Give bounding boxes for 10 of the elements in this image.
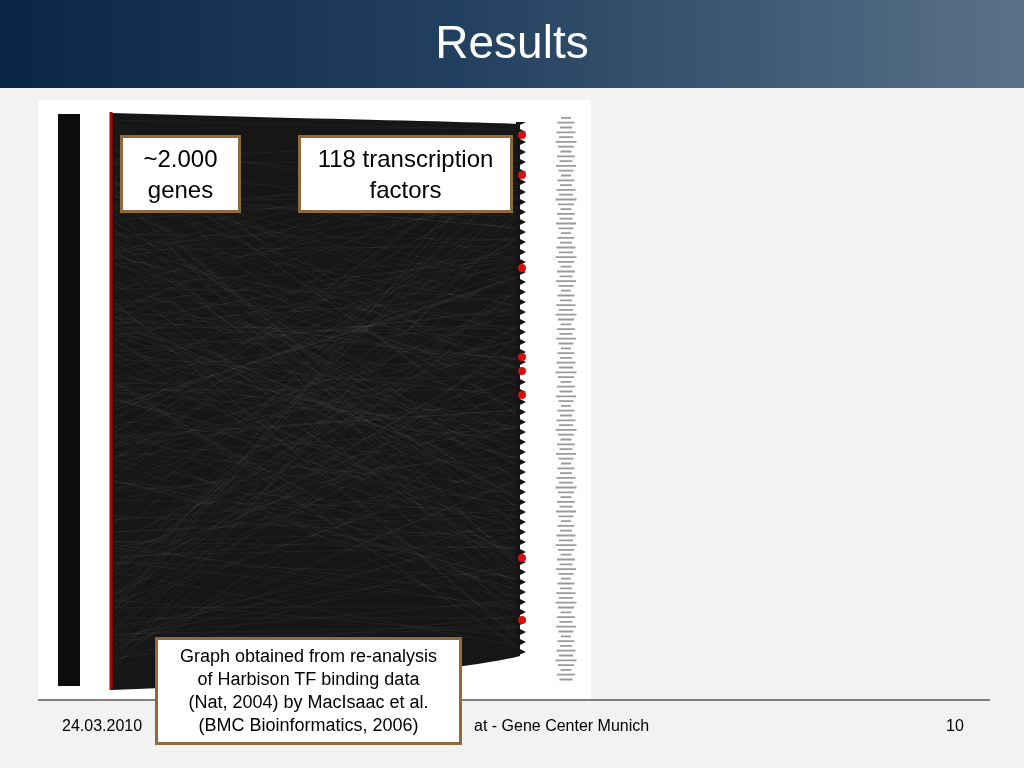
- callout-box: [155, 637, 462, 745]
- callout-box: [298, 135, 513, 213]
- footer-date: 24.03.2010: [62, 716, 143, 736]
- page-number: 10: [946, 716, 964, 736]
- callout-text: ~2.000 genes: [142, 144, 219, 205]
- callout-box: [120, 135, 241, 213]
- callout-text: 118 transcription factors: [316, 144, 495, 205]
- callout-text: Graph obtained from re-analysis of Harbison TF binding data (Nat, 2004) by MacIsaac et al. (BMC Bioinformatics, 2006): [178, 645, 439, 737]
- slide-title: Results: [435, 16, 589, 68]
- footer-text: at - Gene Center Munich: [474, 716, 650, 736]
